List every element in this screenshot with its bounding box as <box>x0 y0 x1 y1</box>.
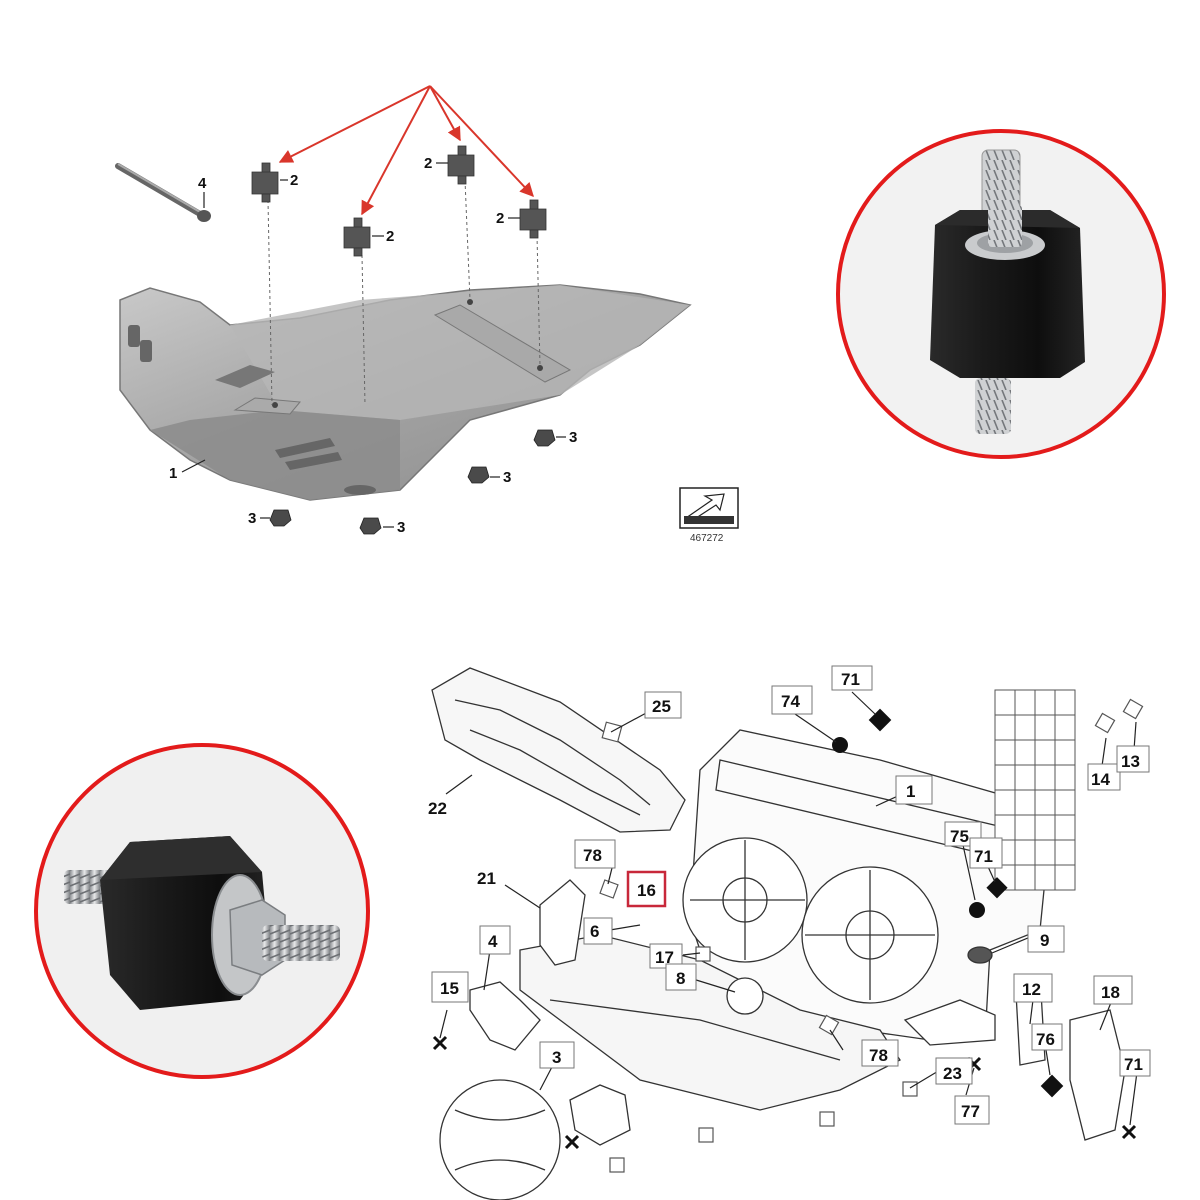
bolt-rod <box>115 163 211 222</box>
leader-lines <box>181 162 566 528</box>
callout-nut-c: 3 <box>248 510 256 527</box>
stud-a <box>251 162 279 203</box>
skid-plate-diagram: 2 2 2 2 4 1 3 3 3 3 467272 <box>115 85 739 544</box>
callout-nut-a: 3 <box>569 429 577 446</box>
label-14: 14 <box>1091 770 1110 789</box>
label-78-top: 78 <box>583 846 602 865</box>
nut-b <box>467 466 490 484</box>
nut-icons <box>269 429 556 535</box>
fan-label-text: 25 22 74 71 14 13 1 75 71 78 21 16 6 17 … <box>428 670 1143 1121</box>
callout-nut-d: 3 <box>397 519 405 536</box>
label-76: 77 <box>961 1102 980 1121</box>
skid-plate <box>119 284 692 501</box>
label-15: 15 <box>440 979 459 998</box>
label-22: 22 <box>428 799 447 818</box>
fan-diagram-labels <box>439 691 1138 1126</box>
red-arrows <box>278 85 534 216</box>
label-75: 76 <box>1036 1030 1055 1049</box>
label-77-mid: 75 <box>950 827 969 846</box>
label-17: 17 <box>655 948 674 967</box>
rubber-stud-icons <box>251 145 547 257</box>
label-74: 71 <box>1124 1055 1143 1074</box>
nut-c <box>269 509 292 527</box>
callout-stud-c: 2 <box>424 155 432 172</box>
label-8: 8 <box>676 969 685 988</box>
radiator-grid <box>994 689 1076 891</box>
highlight-box <box>626 870 667 908</box>
label-12: 12 <box>1022 980 1041 999</box>
stud-c <box>447 145 475 185</box>
nut-d <box>359 517 382 535</box>
nut-a <box>533 429 556 447</box>
label-3: 3 <box>552 1048 561 1067</box>
label-9: 9 <box>1040 931 1049 950</box>
callout-stud-a: 2 <box>290 172 298 189</box>
reference-box: 467272 <box>679 487 739 544</box>
label-71-top: 71 <box>841 670 860 689</box>
label-13: 13 <box>1121 752 1140 771</box>
callout-nut-b: 3 <box>503 469 511 486</box>
guide-lines <box>267 179 541 406</box>
label-25: 25 <box>652 697 671 716</box>
label-16: 16 <box>637 881 656 900</box>
label-77-top: 74 <box>781 692 800 711</box>
stud-b <box>343 217 371 257</box>
callout-part-1: 1 <box>169 465 177 482</box>
fan-diagram-symbols <box>432 698 1144 1173</box>
label-6: 6 <box>590 922 599 941</box>
fan-label-boxes <box>431 665 1151 1125</box>
callout-stud-b: 2 <box>386 228 394 245</box>
fan-assembly-diagram <box>431 667 1126 1200</box>
label-4: 4 <box>488 932 498 951</box>
label-78-bottom: 78 <box>869 1046 888 1065</box>
label-71-mid: 71 <box>974 847 993 866</box>
stud-d <box>519 199 547 239</box>
callout-part-4: 4 <box>198 175 207 192</box>
label-1: 1 <box>906 782 915 801</box>
reference-number: 467272 <box>690 533 724 544</box>
photo-circle-tilted <box>34 743 370 1079</box>
label-21: 21 <box>477 869 496 888</box>
label-18: 18 <box>1101 983 1120 1002</box>
photo-circle-vertical <box>836 129 1166 459</box>
label-23: 23 <box>943 1064 962 1083</box>
callout-stud-d: 2 <box>496 210 504 227</box>
